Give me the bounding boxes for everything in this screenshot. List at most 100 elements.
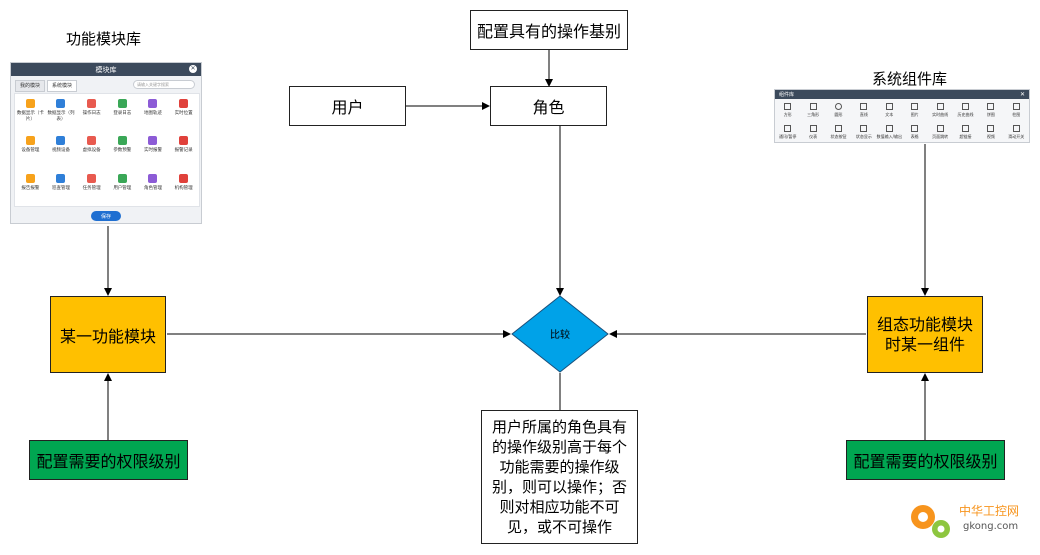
search-input[interactable]: 请输入关键字搜索 [133, 80, 195, 89]
module-item-label: 任务管理 [82, 185, 101, 191]
module-icon [56, 173, 66, 183]
module-item[interactable]: 视频设备 [46, 131, 77, 168]
component-item-label: 饼图 [986, 111, 995, 117]
component-item[interactable]: 柱图 [1004, 99, 1029, 121]
component-item[interactable]: 圆形 [826, 99, 851, 121]
module-item[interactable]: 用户管理 [107, 169, 138, 206]
module-icon [179, 136, 189, 146]
module-panel-tabs: 我的模块 系统模块 [11, 76, 201, 92]
module-item[interactable]: 角色管理 [138, 169, 169, 206]
module-icon [87, 173, 97, 183]
component-icon [1012, 124, 1020, 132]
component-icon [936, 102, 944, 110]
config-left-node: 配置需要的权限级别 [29, 440, 188, 480]
component-node: 组态功能模块时某一组件 [867, 296, 983, 373]
module-item[interactable]: 任务管理 [76, 169, 107, 206]
module-item[interactable]: 登录日志 [107, 94, 138, 131]
component-item[interactable]: 超链接 [953, 121, 978, 143]
module-item[interactable]: 巡查管理 [46, 169, 77, 206]
component-item[interactable]: 直线 [851, 99, 876, 121]
component-item[interactable]: 方形 [775, 99, 800, 121]
module-item-label: 操作日志 [82, 111, 101, 116]
module-icon [56, 99, 66, 108]
component-item-label: 柱图 [1012, 111, 1021, 117]
module-item-label: 机构管理 [174, 185, 193, 191]
component-item[interactable]: 文本 [877, 99, 902, 121]
component-icon [860, 124, 868, 132]
close-icon[interactable]: ✕ [189, 65, 197, 73]
module-item[interactable]: 设备管理 [15, 131, 46, 168]
component-item-label: 状态按钮 [830, 133, 847, 139]
component-icon [1012, 102, 1020, 110]
watermark-brand: 中华工控网 [959, 503, 1019, 518]
module-icon [25, 99, 35, 108]
component-item-label: 滑动开关 [1008, 133, 1025, 139]
component-item[interactable]: 页面跳转 [927, 121, 952, 143]
module-item-label: 登录日志 [113, 111, 132, 116]
component-item-label: 图片 [910, 111, 919, 117]
component-item[interactable]: 饼图 [978, 99, 1003, 121]
component-item-label: 圆形 [834, 111, 843, 117]
config-right-node: 配置需要的权限级别 [846, 440, 1005, 480]
tab-system-modules[interactable]: 系统模块 [47, 80, 78, 92]
component-grid: 方形 三角形圆形 直线文本图片 实时曲线历史曲线饼图 柱图通讯/暂停仪表状态按钮 状态显示… [775, 99, 1029, 143]
module-panel-header: 模块库 ✕ [11, 63, 201, 76]
module-item[interactable]: 数据显示（列表） [46, 94, 77, 131]
component-item[interactable]: 视频 [978, 121, 1003, 143]
module-node: 某一功能模块 [50, 296, 166, 373]
module-item-label: 虚拟设备 [82, 148, 101, 154]
component-library-panel: 组件库 ✕ 方形三角形圆形直线文本图片实时曲线历史曲线饼图柱图通讯/暂停仪表状态… [774, 89, 1030, 143]
module-item[interactable]: 实时报警 [138, 131, 169, 168]
module-item[interactable]: 报警记录 [168, 131, 199, 168]
module-item-label: 用户管理 [113, 185, 132, 191]
component-item-label: 方形 [783, 111, 792, 117]
component-icon [784, 102, 792, 110]
component-item[interactable]: 状态显示 [851, 121, 876, 143]
module-item[interactable]: 报告报警 [15, 169, 46, 206]
role-node: 角色 [490, 86, 607, 126]
component-icon [911, 102, 919, 110]
module-item-label: 参数预警 [113, 148, 132, 154]
module-grid: 数据显示（卡片）数据显示（列表） 操作日志 登录日志 地图轨迹实时位置设备管理视频设备… [14, 93, 200, 207]
module-item[interactable]: 机构管理 [168, 169, 199, 206]
watermark-url: gkong.com [963, 521, 1018, 532]
component-item[interactable]: 数值输入/输出 [877, 121, 902, 143]
module-item[interactable]: 数据显示（卡片） [15, 94, 46, 131]
gear-icon [911, 505, 950, 538]
module-icon [87, 136, 97, 146]
module-item[interactable]: 参数预警 [107, 131, 138, 168]
component-item-label: 数值输入/输出 [876, 133, 902, 139]
component-item[interactable]: 历史曲线 [953, 99, 978, 121]
module-icon [148, 173, 158, 183]
component-icon [809, 124, 817, 132]
component-item[interactable]: 滑动开关 [1004, 121, 1029, 143]
module-icon [25, 173, 35, 183]
component-item-label: 状态显示 [855, 133, 872, 139]
component-item[interactable]: 三角形 [800, 99, 825, 121]
component-item[interactable]: 仪表 [800, 121, 825, 143]
close-icon[interactable]: ✕ [1019, 91, 1025, 98]
compare-diamond [511, 295, 609, 373]
module-item[interactable]: 虚拟设备 [76, 131, 107, 168]
component-item[interactable]: 实时曲线 [927, 99, 952, 121]
component-icon [834, 124, 842, 132]
module-item-label: 角色管理 [143, 185, 162, 191]
component-icon [987, 124, 995, 132]
save-button[interactable]: 保存 [91, 211, 121, 221]
module-icon [179, 99, 189, 108]
module-item[interactable]: 实时位置 [168, 94, 199, 131]
component-item-label: 通讯/暂停 [779, 133, 797, 139]
module-item[interactable]: 地图轨迹 [138, 94, 169, 131]
component-item-label: 超链接 [959, 133, 972, 139]
module-panel-title: 模块库 [95, 65, 117, 74]
module-item[interactable]: 操作日志 [76, 94, 107, 131]
component-item[interactable]: 图片 [902, 99, 927, 121]
component-icon [784, 124, 792, 132]
component-item[interactable]: 表格 [902, 121, 927, 143]
tab-my-modules[interactable]: 我的模块 [15, 80, 46, 92]
module-item-label: 设备管理 [21, 148, 40, 154]
component-item[interactable]: 通讯/暂停 [775, 121, 800, 143]
module-item-label: 数据显示（卡片） [16, 111, 44, 122]
component-item[interactable]: 状态按钮 [826, 121, 851, 143]
component-item-label: 视频 [986, 133, 995, 139]
